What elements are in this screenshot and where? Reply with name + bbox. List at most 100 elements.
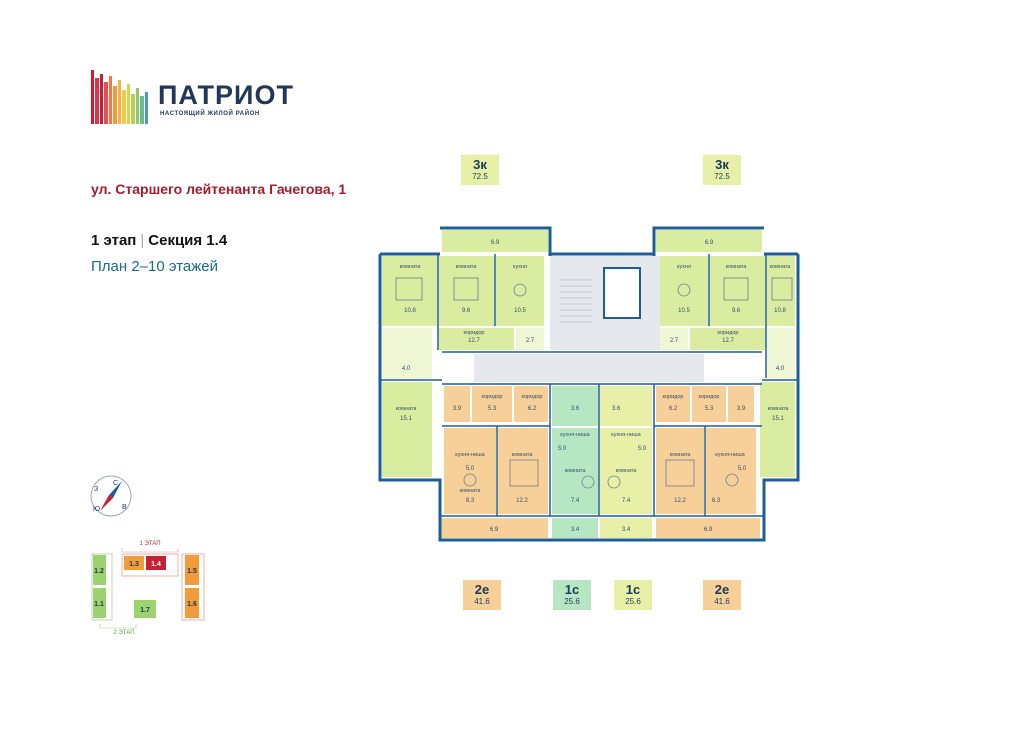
room-name: коридор [482,394,503,400]
room-area: 2.7 [526,338,535,344]
section-1-5[interactable] [185,555,199,585]
room-name: комната [726,264,748,270]
section-1-4-active[interactable] [146,556,166,570]
elevator-icon [603,267,641,319]
section-label: 1.5 [187,568,197,575]
apartment-1c-right[interactable] [600,386,652,538]
wc [382,328,432,378]
room-name: кухня [677,264,691,270]
bathroom [444,386,470,422]
balcony [600,518,652,538]
room [656,428,704,514]
balcony [656,518,760,538]
unit-badge-2e-right[interactable]: 2е 41.6 [703,580,741,610]
room-area: 4.0 [402,366,411,372]
unit-type: 1с [625,582,641,597]
room-names: комната комната кухня коридор комната ку… [396,264,792,494]
apartment-2e-right[interactable] [656,386,760,538]
compass-icon: С Ю З В [90,475,132,517]
unit-area: 25.6 [564,597,580,606]
unit-area: 41.6 [474,597,490,606]
room-area: 12.7 [722,338,734,344]
bed-icon [723,277,749,301]
apartment-2e-left[interactable] [440,386,548,538]
unit-badge-3k-right[interactable]: 3к 72.5 [703,155,741,185]
address: ул. Старшего лейтенанта Гачегова, 1 [91,181,347,197]
room-name: коридор [663,394,684,400]
balcony [442,230,548,252]
plan-label: План 2–10 этажей [91,258,218,275]
brand-tagline: НАСТОЯЩИЙ ЖИЛОЙ РАЙОН [160,111,260,117]
room-area: 12.7 [468,338,480,344]
section-1-2[interactable] [93,555,106,585]
table-icon [463,473,477,487]
room-area: 7.4 [622,498,631,504]
room [382,382,432,477]
section-1-3[interactable] [124,556,144,570]
unit-badge-2e-left[interactable]: 2е 41.6 [463,580,501,610]
kitchen [496,256,544,326]
room-area: 10.5 [514,308,526,314]
unit-badge-3k-left[interactable]: 3к 72.5 [461,155,499,185]
kitchen-niche [444,428,496,514]
bed-icon [509,459,539,487]
room-area: 6.3 [712,498,721,504]
room-area: 9.6 [732,308,741,314]
balcony [656,230,762,252]
room-area: 3.9 [453,406,462,412]
apartment-3k-left[interactable] [382,230,548,477]
room-name: комната [770,264,792,270]
table-icon [677,283,691,297]
logo-bars-icon [91,70,148,124]
room-name: коридор [718,330,739,336]
room-area: 5.0 [638,446,647,452]
room-name: коридор [522,394,543,400]
site-map: 1 ЭТАП 1.2 1.1 1.3 1.4 1.7 1.5 1.6 2 ЭТА… [91,541,205,636]
section-label: 1.2 [94,568,104,575]
room-area: 6.2 [528,406,537,412]
room [552,428,598,514]
bathroom [660,328,688,350]
apartment-3k-right[interactable] [656,230,795,477]
bathroom [728,386,754,422]
room [498,428,548,514]
section-1-6[interactable] [185,588,199,618]
table-icon [513,283,527,297]
furniture [395,277,793,489]
unit-badge-1c-right[interactable]: 1с 25.6 [614,580,652,610]
section-label: 1.7 [140,607,150,614]
outer-walls [378,226,800,542]
kitchen [660,256,708,326]
section-label: 1.3 [129,561,139,568]
room-name: комната [396,406,418,412]
room-areas: 6.9 10.8 9.6 10.5 12.7 2.7 4.0 15.1 6.9 … [400,240,786,533]
balcony [440,518,548,538]
unit-badge-1c-left[interactable]: 1с 25.6 [553,580,591,610]
bed-icon [665,459,695,487]
corridor [472,386,512,422]
stage2-label: 2 ЭТАП [113,630,134,636]
brand-name: ПАТРИОТ [158,80,294,110]
bed-icon [771,277,793,301]
room-area: 3.6 [571,406,580,412]
corridor [514,386,548,422]
room-area: 3.6 [612,406,621,412]
wc [767,328,795,378]
section-1-1[interactable] [93,588,106,618]
room [760,382,795,477]
room [382,256,437,326]
room-area: 6.2 [669,406,678,412]
room-name: комната [456,264,478,270]
room-area: 6.9 [490,527,499,533]
room-area: 4.0 [776,366,785,372]
apartment-1c-left[interactable] [552,386,598,538]
unit-area: 72.5 [472,172,488,181]
room-name: кухня-ниша [611,432,641,438]
room-area: 6.9 [491,240,500,246]
room [710,256,765,326]
section-1-7[interactable] [134,600,156,618]
stage1-label: 1 ЭТАП [139,541,160,547]
room-area: 10.8 [404,308,416,314]
compass-south: Ю [93,506,100,513]
compass-east: В [122,504,127,511]
